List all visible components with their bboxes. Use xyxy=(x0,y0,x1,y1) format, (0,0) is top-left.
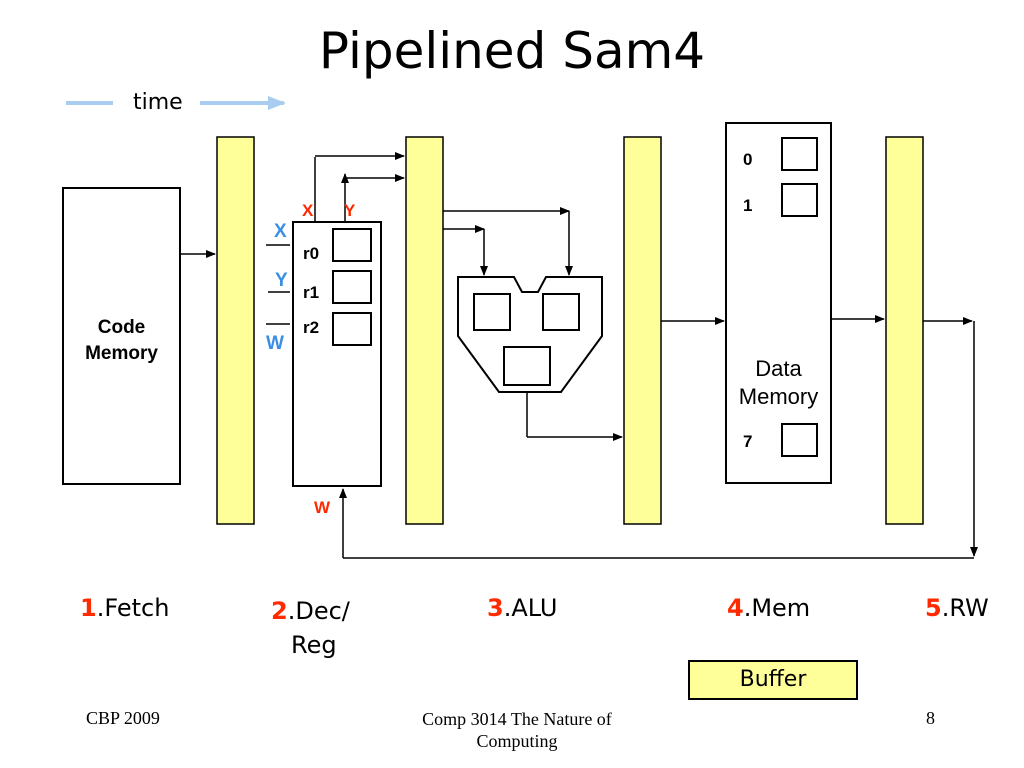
write-w-label: W xyxy=(314,498,331,517)
alu-output xyxy=(503,346,551,386)
reg-input-x-label: X xyxy=(274,221,287,242)
code-memory-line-2: Memory xyxy=(85,343,158,364)
data-memory-addr-0: 0 xyxy=(743,150,753,169)
stage-rw: 5.RW xyxy=(925,594,989,622)
reg-input-y-label: Y xyxy=(275,270,288,291)
stage-number: 1 xyxy=(80,594,97,622)
data-memory-label: Data Memory xyxy=(726,355,831,411)
alu-input-b xyxy=(542,293,580,331)
alu-input-a xyxy=(473,293,511,331)
register-r0-cell xyxy=(332,228,372,262)
stage-number: 2 xyxy=(271,597,288,625)
pipeline-buffer-4 xyxy=(885,136,924,525)
footer-center-line-2: Computing xyxy=(476,731,558,751)
page-title: Pipelined Sam4 xyxy=(318,22,706,80)
code-memory-line-1: Code xyxy=(97,317,146,338)
reg-output-x-label: X xyxy=(302,201,314,220)
pipeline-buffer-3 xyxy=(623,136,662,525)
footer-center-line-1: Comp 3014 The Nature of xyxy=(422,709,612,729)
footer-left: CBP 2009 xyxy=(86,708,160,728)
register-r2-cell xyxy=(332,312,372,346)
data-memory-cell-1 xyxy=(781,183,818,217)
data-memory-line-1: Data xyxy=(755,356,802,381)
reg-input-w-label: W xyxy=(266,333,284,354)
code-memory-box xyxy=(62,187,181,485)
register-r0-label: r0 xyxy=(303,244,320,263)
stage-name: .RW xyxy=(941,594,989,622)
stage-number: 3 xyxy=(487,594,504,622)
pipeline-buffer-1 xyxy=(216,136,255,525)
reg-output-y-label: Y xyxy=(344,201,356,220)
pipeline-buffer-2 xyxy=(405,136,444,525)
data-memory-cell-7 xyxy=(781,423,818,457)
register-file-box xyxy=(292,221,382,487)
stage-mem: 4.Mem xyxy=(727,594,810,622)
register-r1-label: r1 xyxy=(303,283,320,302)
stage-name: .Mem xyxy=(743,594,811,622)
stage-name: .Dec/ xyxy=(287,597,350,625)
data-memory-addr-1: 1 xyxy=(743,196,753,215)
page-number: 8 xyxy=(926,708,935,728)
stage-number: 5 xyxy=(925,594,942,622)
register-r2-label: r2 xyxy=(303,318,320,337)
buffer-legend: Buffer xyxy=(688,660,858,700)
time-label: time xyxy=(133,90,183,115)
stage-name: .Fetch xyxy=(96,594,170,622)
stage-fetch: 1.Fetch xyxy=(80,594,169,622)
data-memory-line-2: Memory xyxy=(738,384,819,409)
data-memory-cell-0 xyxy=(781,137,818,171)
register-r1-cell xyxy=(332,270,372,304)
stage-alu: 3.ALU xyxy=(487,594,558,622)
stage-dec-reg: 2.Dec/ Reg xyxy=(271,594,350,662)
stage-name: .ALU xyxy=(503,594,558,622)
footer-center: Comp 3014 The Nature of Computing xyxy=(392,708,642,752)
stage-name-line-2: Reg xyxy=(291,631,337,659)
data-memory-addr-7: 7 xyxy=(743,432,753,451)
code-memory-label: Code Memory xyxy=(63,315,180,367)
stage-number: 4 xyxy=(727,594,744,622)
